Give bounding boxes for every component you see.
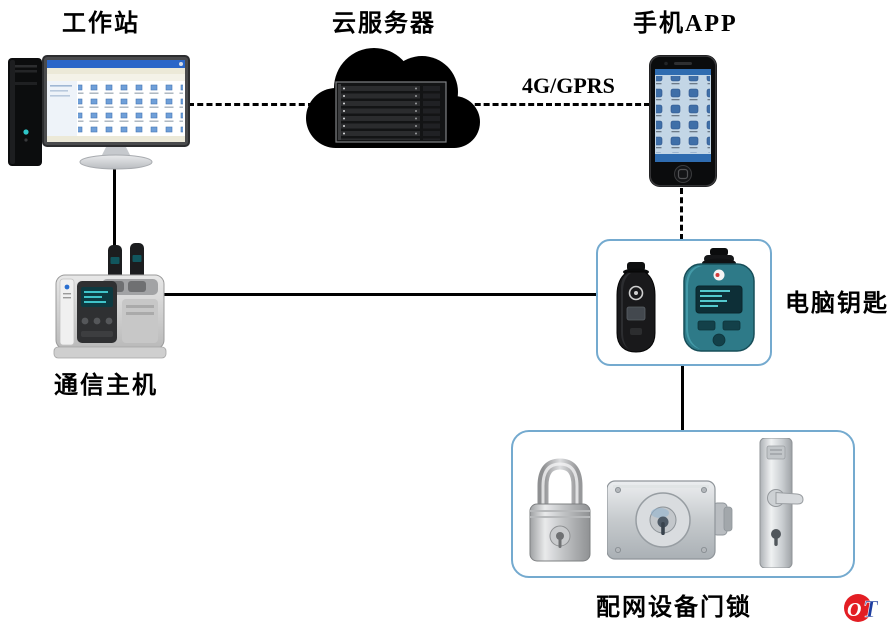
padlock-icon (529, 458, 591, 562)
logo-letter-t: T (863, 597, 879, 623)
label-computer-key: 电脑钥匙 (785, 291, 889, 317)
edge-label-4g-gprs: 4G/GPRS (522, 73, 615, 98)
cloud-server-icon (306, 48, 480, 148)
label-comm-host: 通信主机 (54, 373, 158, 399)
rim-lock-icon (607, 480, 733, 560)
label-cloud-server: 云服务器 (332, 11, 436, 37)
edge-cloud-phone (448, 103, 650, 106)
door-handle-icon (759, 438, 804, 568)
door-locks-group-box (511, 430, 855, 578)
edge-phone-key (680, 188, 683, 240)
edge-host-key (162, 293, 596, 296)
label-workstation: 工作站 (62, 11, 140, 37)
server-rack (335, 81, 447, 143)
workstation-monitor-icon (42, 55, 190, 170)
logo-letter-o: O (847, 599, 861, 621)
smartphone-icon (649, 55, 717, 187)
edge-workstation-host (113, 167, 116, 249)
docked-keys (108, 243, 144, 283)
computer-key-teal-icon (683, 248, 755, 352)
computer-key-black-icon (616, 262, 656, 353)
label-door-locks: 配网设备门锁 (596, 595, 752, 621)
comm-host-icon (53, 243, 167, 359)
edge-key-locks (681, 364, 684, 431)
label-mobile-app: 手机APP (633, 11, 738, 37)
workstation-tower-icon (8, 58, 42, 166)
computer-key-group-box (596, 239, 772, 366)
host-control-panel (77, 281, 117, 343)
edge-workstation-cloud (188, 103, 314, 106)
brand-logo: O T (844, 594, 879, 623)
